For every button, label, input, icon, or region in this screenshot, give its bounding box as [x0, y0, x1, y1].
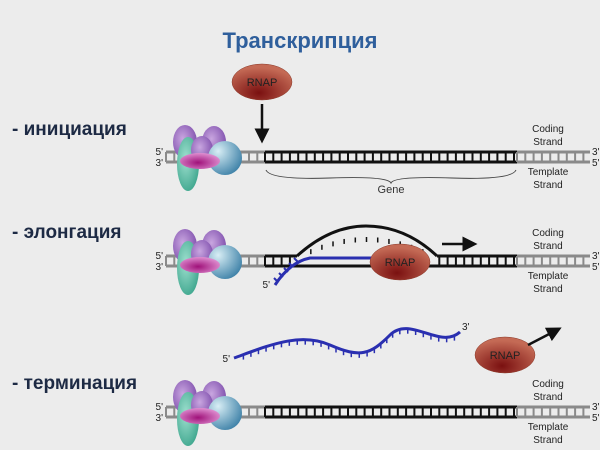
three-prime-label: 3' [156, 262, 164, 273]
protein-subunit-magenta [180, 153, 220, 169]
rna-base-tick [283, 267, 289, 273]
gene-brace [265, 169, 517, 185]
rna-base-tick [288, 262, 294, 268]
stage-elongation-label: - элонгация [12, 222, 122, 243]
rna-base-tick [293, 257, 299, 263]
rna-base-tick [278, 272, 284, 278]
rnap-label: RNAP [490, 350, 521, 362]
five-prime-label: 5' [592, 262, 600, 273]
rna-five-prime-label: 5' [223, 354, 231, 365]
rna-transcript [273, 256, 372, 286]
coding-strand-label: Strand [533, 137, 562, 148]
five-prime-label: 5' [156, 147, 164, 158]
released-rna [233, 327, 462, 360]
promoter-protein-complex [173, 125, 242, 191]
protein-subunit-magenta [180, 257, 220, 273]
three-prime-label: 3' [156, 413, 164, 424]
template-strand-label: Strand [533, 435, 562, 446]
dna-flank-right [516, 254, 590, 268]
template-strand-label: Strand [533, 284, 562, 295]
rnap-enzyme [474, 336, 536, 374]
coding-strand-label: Coding [532, 124, 564, 135]
stage-termination-label: - терминация [12, 373, 138, 394]
protein-subunit-blue [208, 245, 242, 279]
rna-three-prime-label: 3' [462, 322, 470, 333]
template-strand-label: Template [528, 271, 569, 282]
coding-strand-label: Coding [532, 228, 564, 239]
five-prime-label: 5' [592, 413, 600, 424]
template-strand-label: Strand [533, 180, 562, 191]
three-prime-label: 3' [592, 251, 600, 262]
rnap-enzyme [231, 63, 293, 101]
three-prime-label: 3' [156, 158, 164, 169]
protein-subunit-blue [208, 396, 242, 430]
rna-five-prime-label: 5' [263, 280, 271, 291]
five-prime-label: 5' [592, 158, 600, 169]
dna-flank-right [516, 150, 590, 164]
dna-gene-region [264, 405, 517, 419]
stage-initiation-label: - инициация [12, 119, 127, 140]
gene-label: Gene [378, 184, 405, 196]
dna-flank-right [516, 405, 590, 419]
coding-strand-label: Strand [533, 241, 562, 252]
protein-subunit-magenta [180, 408, 220, 424]
rnap-label: RNAP [385, 257, 416, 269]
template-strand-label: Template [528, 422, 569, 433]
promoter-protein-complex [173, 229, 242, 295]
protein-subunit-blue [208, 141, 242, 175]
rnap-label: RNAP [247, 77, 278, 89]
three-prime-label: 3' [592, 147, 600, 158]
five-prime-label: 5' [156, 402, 164, 413]
rnap-enzyme [369, 243, 431, 281]
coding-strand-label: Coding [532, 379, 564, 390]
coding-strand-label: Strand [533, 392, 562, 403]
coding-strand-bubble [295, 224, 439, 258]
rna-base-tick [273, 277, 279, 283]
promoter-protein-complex [173, 380, 242, 446]
arrow-up-right-icon [527, 327, 562, 347]
template-strand-label: Template [528, 167, 569, 178]
dna-gene-region [264, 150, 517, 164]
page-title: Транскрипция [222, 28, 378, 53]
three-prime-label: 3' [592, 402, 600, 413]
five-prime-label: 5' [156, 251, 164, 262]
